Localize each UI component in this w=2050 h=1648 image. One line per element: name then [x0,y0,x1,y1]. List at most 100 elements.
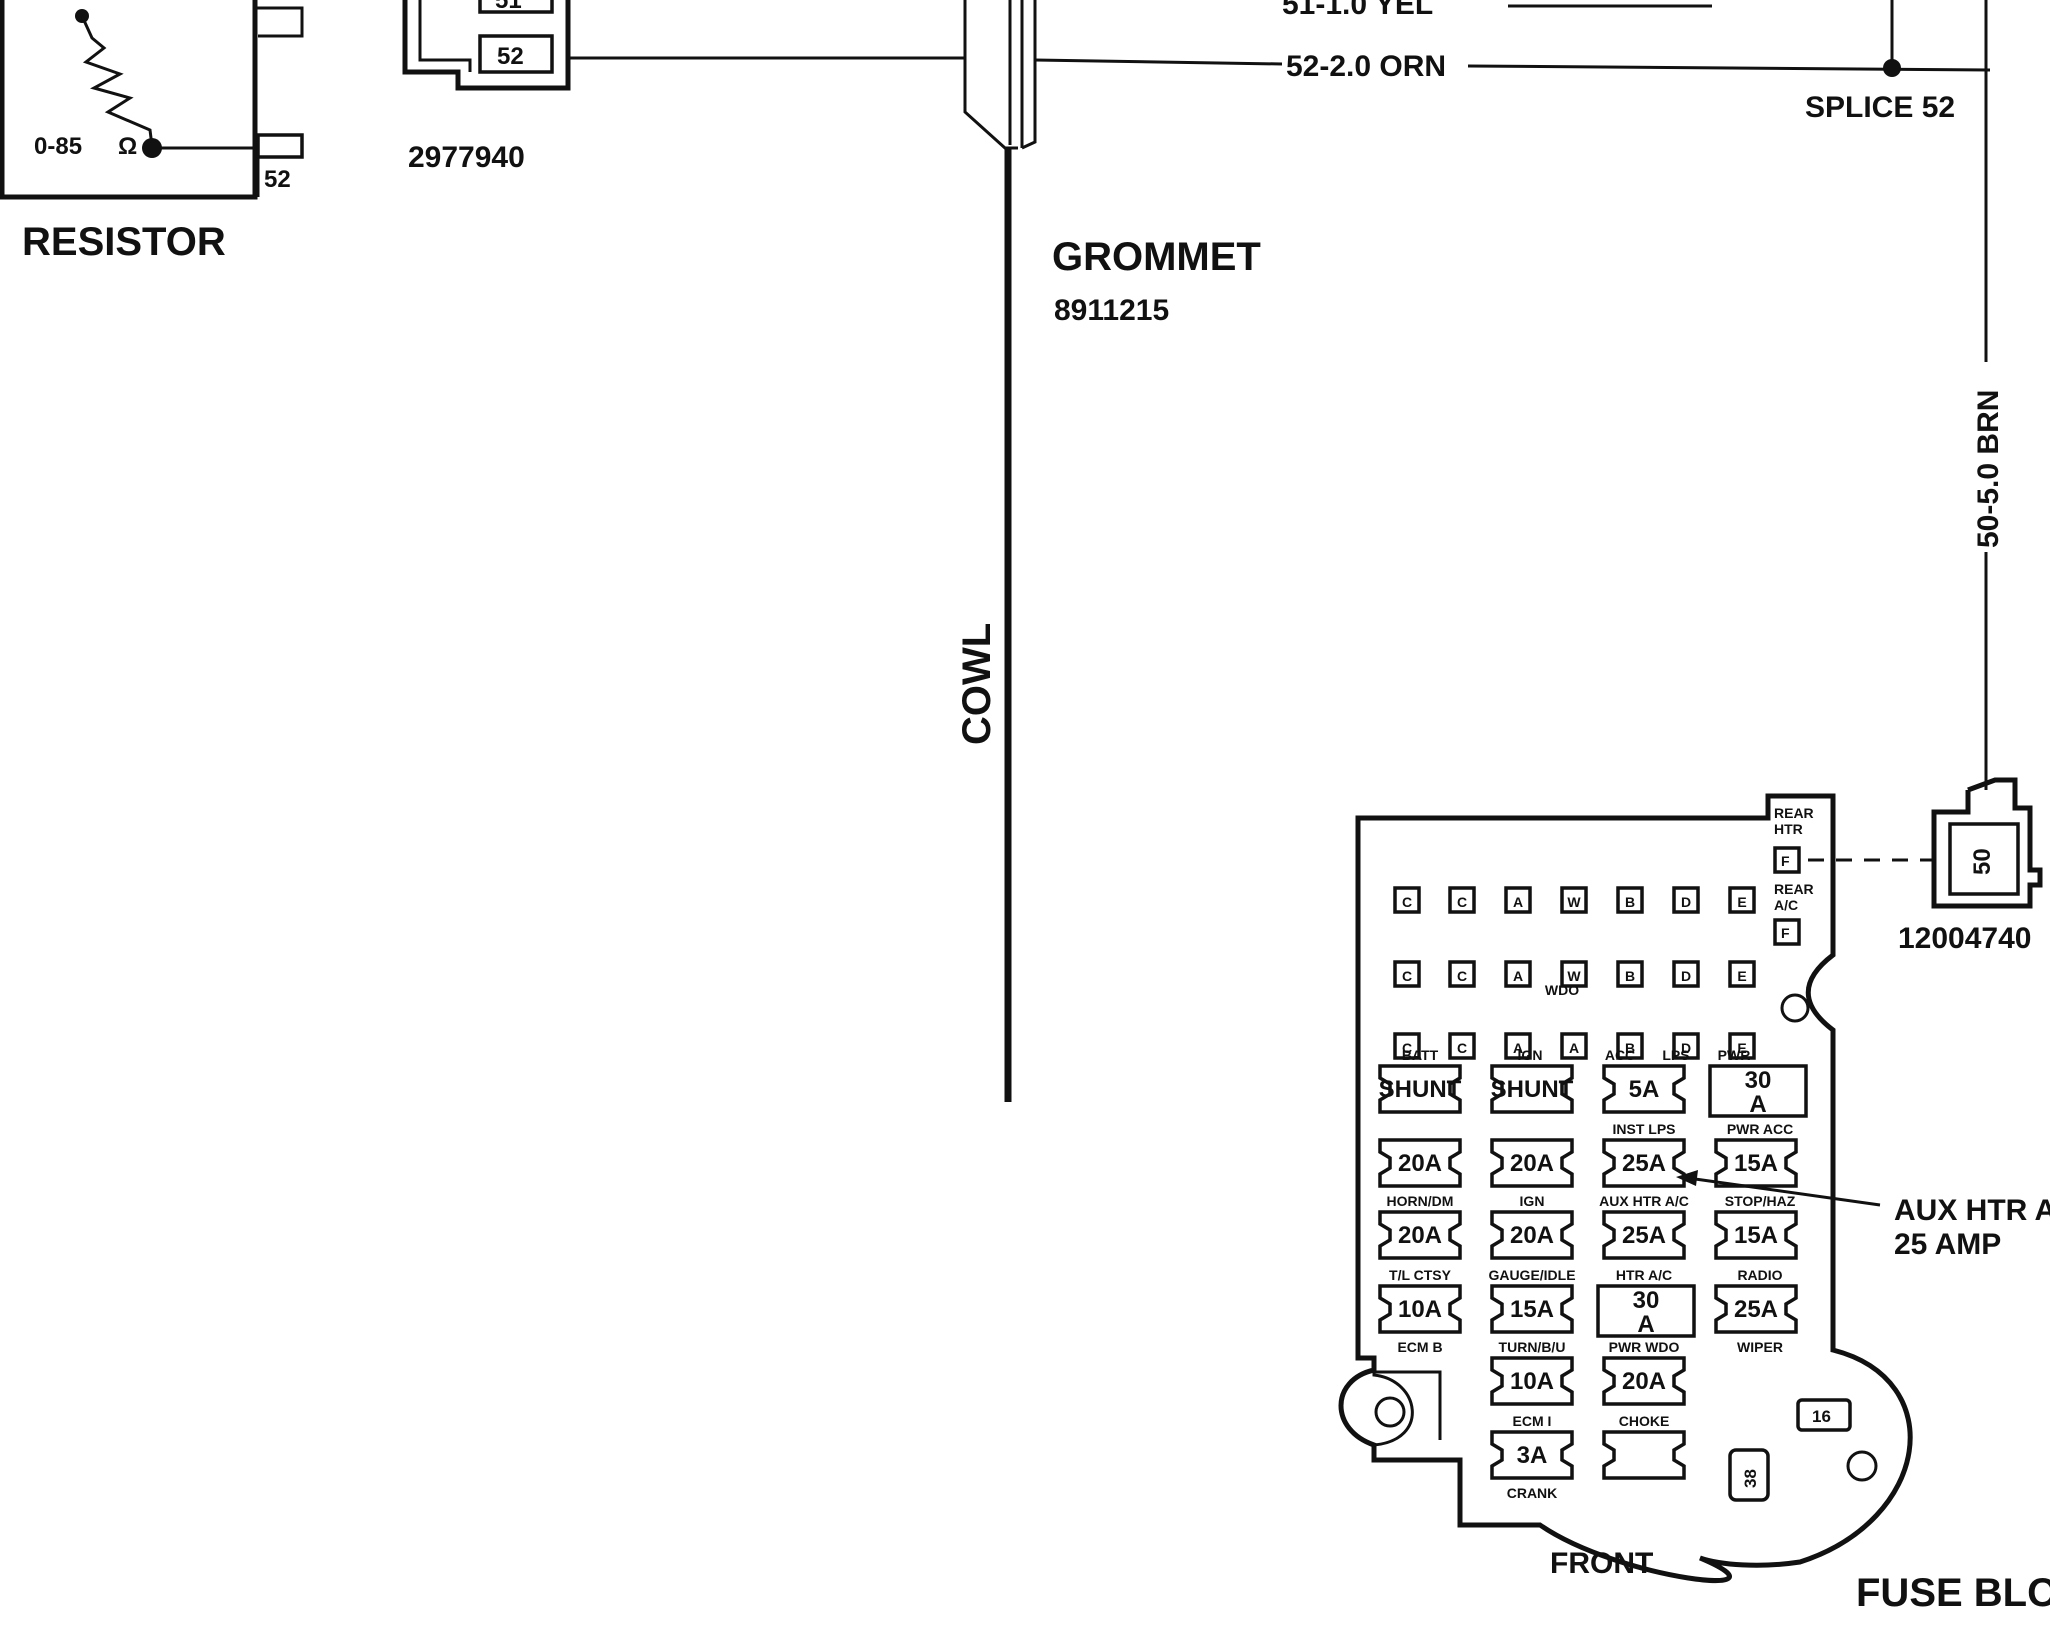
terminal-letter: D [1681,894,1691,910]
resistor: 0-85 Ω 52 RESISTOR [0,0,304,264]
mounting-ear-left [1372,1370,1414,1447]
cowl-label: COWL [955,623,999,745]
fuse-label: WIPER [1737,1339,1783,1355]
terminal-letter: B [1625,1040,1635,1056]
connector-part-number: 2977940 [408,141,525,174]
wire-52-center [1034,58,1283,66]
connector-2977940: 51 52 2977940 [402,0,571,174]
fuse: SHUNT [1378,1064,1462,1114]
fuse-block-outline [1338,793,1913,1583]
fuse: 15A [1714,1138,1798,1188]
terminal-letter: C [1402,894,1412,910]
fuse-label: CHOKE [1619,1413,1670,1429]
fuse-label: ACC [1605,1047,1635,1063]
grommet-right-edge [1021,0,1037,150]
wire-51-label: 51-1.0 YEL [1282,0,1433,21]
fuse: 20A [1378,1138,1462,1188]
connector-cavity-main-label: 52 [497,43,524,70]
fuse: SHUNT [1490,1064,1574,1114]
terminal-w: W [1560,886,1588,914]
resistor-value: 0-85 [34,133,82,160]
terminal-letter: B [1625,968,1635,984]
terminal-letter: A [1513,894,1523,910]
grommet-part-number: 8911215 [1054,294,1169,327]
fuse: 10A [1378,1284,1462,1334]
fuse-rating: 25A [1734,1296,1778,1323]
connector-50-cavity [1948,822,2020,896]
fuse-label: RADIO [1737,1267,1782,1283]
fuse-rating: SHUNT [1379,1076,1462,1103]
terminal-b: B [1616,960,1644,988]
splice-dot [1883,59,1901,77]
fuse-label: AUX HTR A/C [1599,1193,1689,1209]
fuse-rating: 10A [1510,1368,1554,1395]
terminal-letter: C [1457,1040,1467,1056]
fuse-label: LPS [1662,1047,1689,1063]
terminal-e: E [1728,886,1756,914]
terminal-w: W [1560,960,1588,988]
fuse-block-title: FUSE BLOCK [1856,1571,2050,1615]
fuse: 20A [1490,1138,1574,1188]
fuse-label: PWR [1718,1047,1751,1063]
fuse-rating: 10A [1398,1296,1442,1323]
splice-label: SPLICE 52 [1805,91,1955,124]
fuse: 3A [1490,1430,1574,1480]
fuse-label: HTR A/C [1616,1267,1672,1283]
terminal-c: C [1393,960,1421,988]
terminal-letter: A [1513,1040,1523,1056]
fuse-rating: 30 [1633,1287,1660,1314]
terminal-letter: W [1567,968,1581,984]
fuse: 20A [1378,1210,1462,1260]
grommet-label: GROMMET [1052,235,1261,279]
terminal-letter: C [1402,968,1412,984]
fuse: 25A [1602,1210,1686,1260]
terminal-e: E [1728,960,1756,988]
fuse-label: IGN [1518,1047,1543,1063]
connector-cavity-main [478,34,554,74]
fuse: 30A [1708,1064,1808,1118]
fuse-rating: 20A [1622,1368,1666,1395]
terminal-a: A [1560,1032,1588,1060]
wire-52-right [1467,64,1991,72]
terminal-d: D [1672,960,1700,988]
mounting-hole-left [1374,1396,1406,1428]
terminal-c: C [1448,960,1476,988]
terminal-letter: D [1681,968,1691,984]
fuse-label: IGN [1520,1193,1545,1209]
fuse-rating-unit: A [1749,1091,1766,1118]
terminal-letter: C [1457,968,1467,984]
mounting-hole-upper [1780,993,1810,1023]
terminal-c: C [1393,1032,1421,1060]
fuse-block-front-label: FRONT [1550,1547,1653,1580]
fuse-label: STOP/HAZ [1725,1193,1796,1209]
relay-16 [1796,1398,1852,1432]
fuse-rating: 30 [1745,1067,1772,1094]
fuse-rating: 15A [1734,1222,1778,1249]
fuse-label: BATT [1402,1047,1439,1063]
fuse-rating: 20A [1398,1222,1442,1249]
rear-ac-letter: F [1781,925,1790,941]
ohm-symbol: Ω [118,133,137,160]
fuse-label: INST LPS [1612,1121,1675,1137]
fuse: 5A [1602,1064,1686,1114]
connector-12004740: 50 12004740 [1898,777,2043,955]
grommet: GROMMET 8911215 [963,0,1261,327]
fuse: 25A [1602,1138,1686,1188]
resistor-label: RESISTOR [22,220,226,264]
rear-htr-letter: F [1781,853,1790,869]
fuse: 15A [1490,1284,1574,1334]
terminal-d: D [1672,886,1700,914]
fuse [1602,1430,1686,1480]
fuse: 30A [1596,1284,1696,1338]
mounting-ear-inner [1374,1370,1442,1440]
callout-line2: 25 AMP [1894,1228,2001,1261]
fuse-rating: 15A [1734,1150,1778,1177]
rear-ac-line1: REAR [1774,881,1814,897]
connector-50-outer [1931,777,2043,909]
wire-52-label: 52-2.0 ORN [1286,50,1446,83]
fuse-label: TURN/B/U [1499,1339,1566,1355]
fuse: 25A [1714,1284,1798,1334]
